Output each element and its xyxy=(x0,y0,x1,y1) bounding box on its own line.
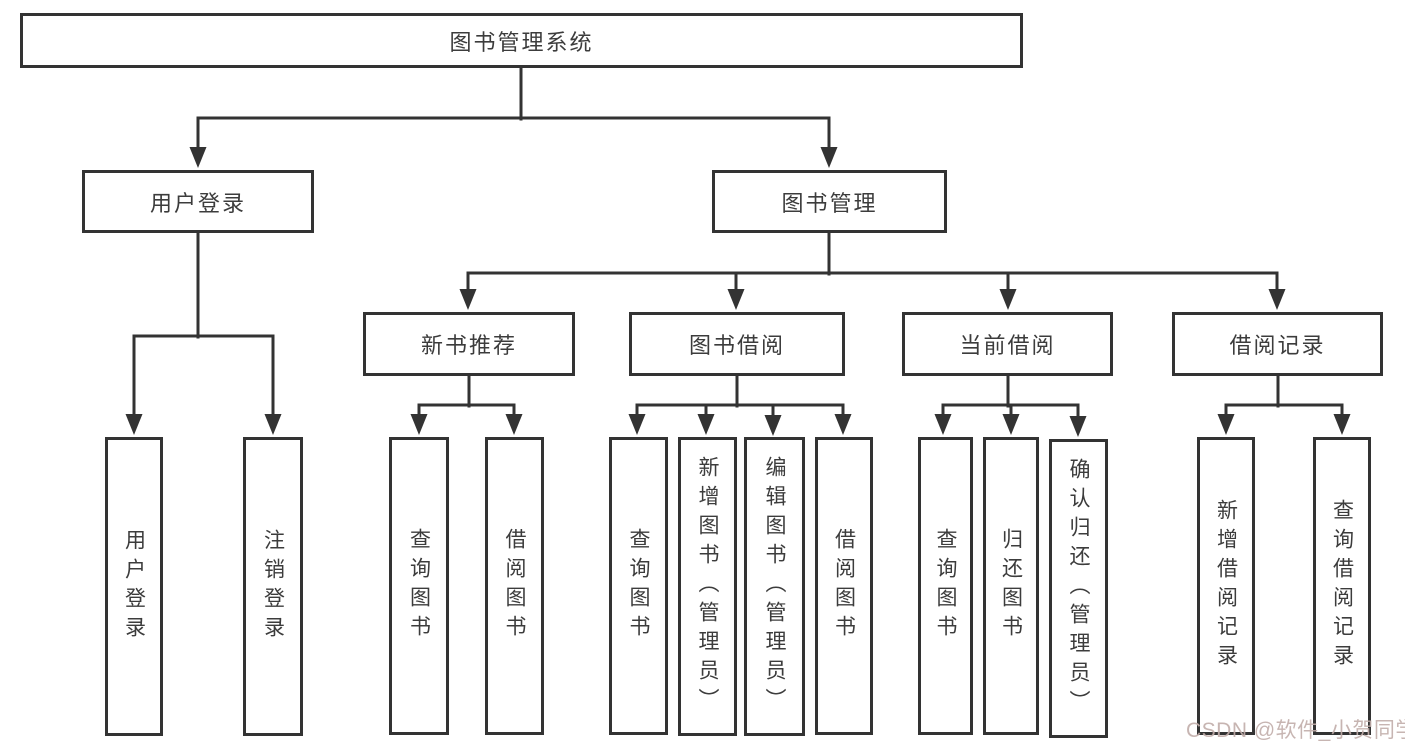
node-root-system-label: 图书管理系统 xyxy=(449,29,594,55)
leaf-query-borrow-record: 查询借阅记录 xyxy=(1313,437,1371,735)
node-current-borrowing: 当前借阅 xyxy=(902,312,1113,376)
leaf-query-books-borrow-label: 查询图书 xyxy=(627,528,650,644)
node-user-login: 用户登录 xyxy=(82,170,314,233)
node-book-management-label: 图书管理 xyxy=(781,190,878,216)
node-new-book-recommend: 新书推荐 xyxy=(363,312,575,376)
leaf-query-books-recommend-label: 查询图书 xyxy=(407,528,431,644)
leaf-edit-book-admin-label: 编辑图书（管理员） xyxy=(763,456,786,717)
leaf-confirm-return-admin: 确认归还（管理员） xyxy=(1049,439,1108,738)
leaf-query-books-borrow: 查询图书 xyxy=(609,437,668,735)
leaf-borrow-books-recommend: 借阅图书 xyxy=(485,437,544,735)
leaf-user-login-label: 用户登录 xyxy=(122,528,146,645)
leaf-borrow-books-label: 借阅图书 xyxy=(832,528,856,644)
node-new-book-recommend-label: 新书推荐 xyxy=(420,333,517,358)
leaf-query-books-current-label: 查询图书 xyxy=(934,528,957,644)
leaf-query-books-current: 查询图书 xyxy=(918,437,973,735)
leaf-query-books-recommend: 查询图书 xyxy=(389,437,449,735)
node-borrowing-records: 借阅记录 xyxy=(1172,312,1383,376)
node-current-borrowing-label: 当前借阅 xyxy=(959,333,1056,358)
node-book-borrowing-label: 图书借阅 xyxy=(688,333,785,358)
leaf-confirm-return-admin-label: 确认归还（管理员） xyxy=(1067,458,1090,719)
node-root-system: 图书管理系统 xyxy=(20,13,1023,68)
leaf-return-books-label: 归还图书 xyxy=(999,528,1023,644)
node-book-borrowing: 图书借阅 xyxy=(629,312,845,376)
node-user-login-label: 用户登录 xyxy=(149,190,246,216)
leaf-add-book-admin-label: 新增图书（管理员） xyxy=(696,456,719,717)
leaf-logout-label: 注销登录 xyxy=(261,528,285,645)
leaf-borrow-books-recommend-label: 借阅图书 xyxy=(503,528,526,644)
leaf-logout: 注销登录 xyxy=(243,437,303,736)
leaf-query-borrow-record-label: 查询借阅记录 xyxy=(1330,499,1354,673)
leaf-add-borrow-record: 新增借阅记录 xyxy=(1197,437,1255,735)
leaf-add-book-admin: 新增图书（管理员） xyxy=(678,437,737,736)
leaf-borrow-books: 借阅图书 xyxy=(815,437,873,735)
leaf-user-login: 用户登录 xyxy=(105,437,163,736)
leaf-edit-book-admin: 编辑图书（管理员） xyxy=(744,437,805,736)
node-borrowing-records-label: 借阅记录 xyxy=(1229,333,1326,358)
node-book-management: 图书管理 xyxy=(712,170,947,233)
leaf-add-borrow-record-label: 新增借阅记录 xyxy=(1214,499,1238,673)
csdn-watermark: CSDN @软件_小贺同学 xyxy=(1186,719,1405,742)
leaf-return-books: 归还图书 xyxy=(983,437,1039,735)
